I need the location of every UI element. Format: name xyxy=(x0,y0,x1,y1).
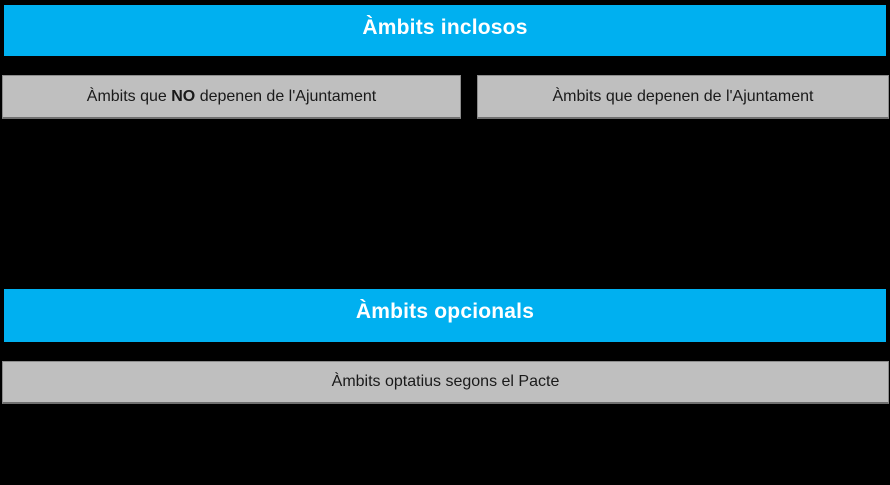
optional-bar-label: Àmbits optatius segons el Pacte xyxy=(331,373,560,390)
column-header-ajuntament: Àmbits que depenen de l'Ajuntament xyxy=(477,75,889,119)
column-header-not-ajuntament-suffix: depenen de l'Ajuntament xyxy=(195,87,377,105)
column-header-not-ajuntament-bold: NO xyxy=(171,87,196,105)
optional-section-title: Àmbits opcionals xyxy=(355,299,535,323)
optional-content-area xyxy=(0,405,890,485)
included-section-title: Àmbits inclosos xyxy=(362,15,528,39)
column-header-ajuntament-label: Àmbits que depenen de l'Ajuntament xyxy=(552,87,814,105)
column-header-not-ajuntament-prefix: Àmbits que xyxy=(86,87,172,105)
optional-section-header: Àmbits opcionals xyxy=(4,289,886,342)
included-section-header: Àmbits inclosos xyxy=(4,5,886,56)
column-header-not-ajuntament: Àmbits que NO depenen de l'Ajuntament xyxy=(2,75,461,119)
optional-bar-header: Àmbits optatius segons el Pacte xyxy=(2,361,889,404)
included-content-area xyxy=(0,120,890,288)
